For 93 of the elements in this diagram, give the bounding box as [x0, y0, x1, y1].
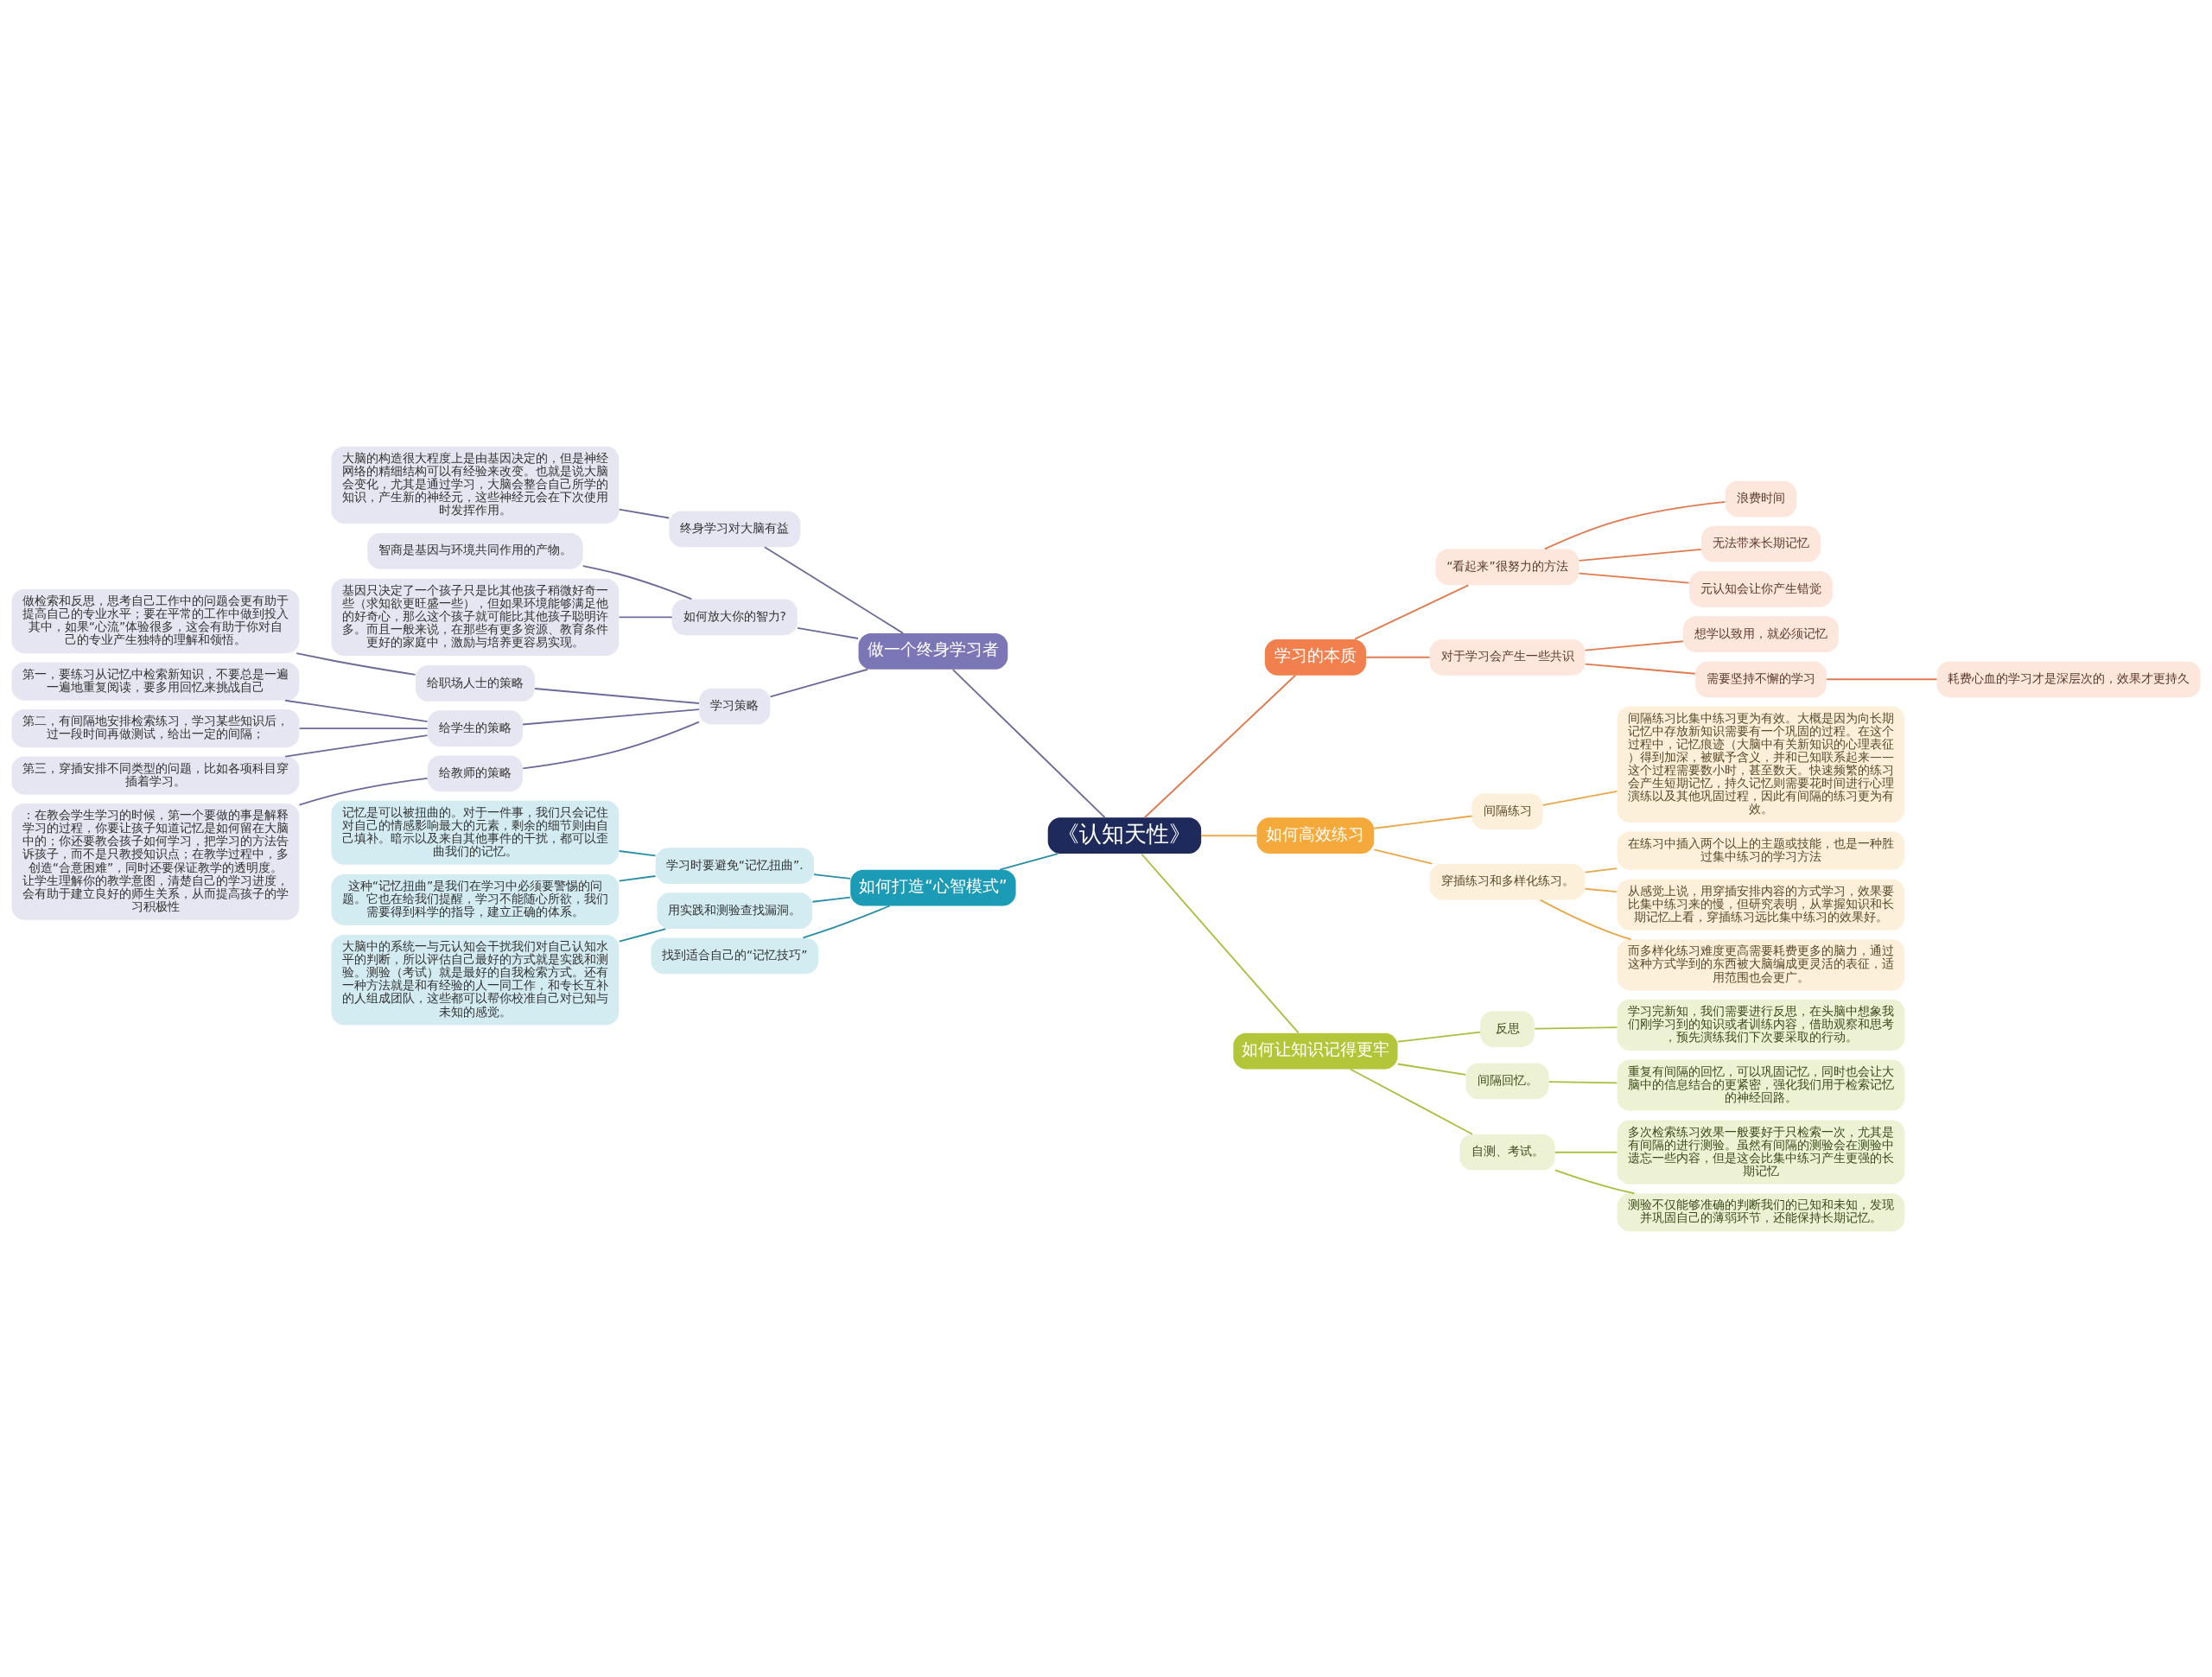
node-box: 第二，有间隔地安排检索练习，学习某些知识后，过一段时间再做测试，给出一定的间隔； [11, 708, 300, 747]
node-box: 《认知天性》 [1047, 816, 1202, 854]
node-box: 无法带来长期记忆 [1700, 525, 1821, 562]
connector [1584, 867, 1618, 873]
connector [618, 849, 657, 856]
connector [813, 873, 852, 880]
connector [1365, 656, 1431, 658]
connector [1373, 848, 1433, 865]
node-box: 找到适合自己的“记忆技巧” [651, 937, 819, 974]
connector [1543, 500, 1726, 549]
node-box: 而多样化练习难度更高需要耗费更多的脑力，通过这种方式学到的东西被大脑编成更灵活的表征，适用范围也会更广。 [1617, 938, 1905, 990]
node-box: 做一个终身学习者 [858, 632, 1008, 670]
node-box: 从感觉上说，用穿插安排内容的方式学习，效果要比集中练习来的慢，但研究表明，从掌握知识和长期记忆上看，穿插练习远比集中练习的效果好。 [1617, 879, 1905, 931]
connector [797, 626, 860, 639]
node-box: 间隔练习比集中练习更为有效。大概是因为向长期记忆中存放新知识需要有一个巩固的过程。在这个过程中，记忆痕迹（大脑中有关新知识的心理表征）得到加深，被赋予含义，并和已知联系起来——这个过程需要数小时，甚至数天。快速频繁的练习会产生短期记忆，持久记忆则需要花时间进行心理演练以及其他巩固过程，因此有间隔的练习更为有效。 [1617, 706, 1905, 823]
connector [1373, 815, 1473, 829]
connector [1143, 674, 1296, 818]
node-box: 记忆是可以被扭曲的。对于一件事，我们只会记住对自己的情感影响最大的元素，剩余的细节则由自己填补。暗示以及来自其他事件的干扰，都可以歪曲我们的记忆。 [331, 800, 620, 865]
node-box: 大脑的构造很大程度上是由基因决定的，但是神经网络的精细结构可以有经验来改变。也就是说大脑会变化，尤其是通过学习，大脑会整合自己所学的知识，产生新的神经元，这些神经元会在下次使用时发挥作用。 [331, 446, 620, 524]
connector [1534, 1026, 1618, 1029]
connector [296, 651, 416, 676]
connector [1396, 1031, 1481, 1043]
connector [769, 668, 869, 697]
connector [1826, 677, 1938, 680]
connector [1200, 834, 1258, 836]
node-box: 这种“记忆扭曲”是我们在学习中必须要警惕的问题。它也在给我们提醒，学习不能随心所欲，我们需要得到科学的指导，建立正确的体系。 [331, 873, 620, 925]
node-box: 浪费时间 [1725, 480, 1797, 517]
node-box: 如何让知识记得更牢 [1233, 1032, 1398, 1069]
node-box: 间隔练习 [1471, 793, 1543, 829]
node-box: 学习策略 [699, 688, 771, 724]
connector [284, 699, 429, 722]
node-box: 给教师的策略 [427, 754, 523, 791]
node-box: 基因只决定了一个孩子只是比其他孩子稍微好奇一些（求知欲更旺盛一些），但如果环境能够满足他的好奇心，那么这个孩子就可能比其他孩子聪明许多。而且一般来说，在那些有更多资源、教育条件更好的家庭中，激励与培养更容易实现。 [331, 578, 620, 656]
connector [1578, 548, 1702, 562]
connector [618, 874, 657, 881]
node-box: 元认知会让你产生错觉 [1689, 570, 1833, 607]
node-box: 智商是基因与环境共同作用的产物。 [367, 532, 583, 569]
connector [582, 564, 693, 600]
connector [618, 508, 671, 518]
connector [811, 896, 851, 903]
connector [298, 777, 429, 806]
connector [802, 905, 891, 938]
connector [1584, 639, 1684, 651]
connector [1554, 1169, 1636, 1194]
node-box: 需要坚持不懈的学习 [1695, 660, 1827, 697]
connector [284, 734, 429, 757]
node-box: 终身学习对大脑有益 [669, 510, 801, 547]
node-box: 学习完新知，我们需要进行反思，在头脑中想象我们刚学习到的知识或者训练内容，借助观察和思考，预先演练我们下次要采取的行动。 [1617, 999, 1905, 1051]
node-box: 如何放大你的智力? [671, 599, 798, 635]
node-box: 做检索和反思，思考自己工作中的问题会更有助于提高自己的专业水平；要在平常的工作中做到投入其中，如果“心流”体验很多，这会有助于你对自己的专业产生独特的理解和领悟。 [11, 588, 300, 653]
connector [522, 708, 700, 725]
node-box: 测验不仅能够准确的判断我们的已知和未知，发现并巩固自己的薄弱环节，还能保持长期记忆。 [1617, 1192, 1905, 1231]
node-box: 第一，要练习从记忆中检索新知识，不要总是一遍一遍地重复阅读，要多用回忆来挑战自己 [11, 662, 300, 701]
node-box: “看起来”很努力的方法 [1435, 549, 1580, 585]
node-box: 第三，穿插安排不同类型的问题，比如各项科目穿插着学习。 [11, 756, 300, 795]
connector [1141, 853, 1300, 1033]
connector [1396, 1063, 1467, 1076]
connector [1584, 663, 1696, 675]
connector [522, 721, 700, 769]
node-box: 给学生的策略 [427, 709, 523, 746]
connector [298, 727, 429, 729]
connector [952, 668, 1106, 818]
node-box: 想学以致用，就必须记忆 [1683, 615, 1839, 652]
connector [1354, 583, 1470, 640]
node-box: 重复有间隔的回忆，可以巩固记忆，同时也会让大脑中的信息结合的更紧密，强化我们用于检索记忆的神经回路。 [1617, 1058, 1905, 1111]
node-box: 如何高效练习 [1256, 816, 1375, 854]
connector [1548, 1080, 1618, 1083]
connector [1578, 572, 1690, 584]
connector [1349, 1068, 1473, 1135]
node-box: 自测、考试。 [1459, 1134, 1555, 1171]
connector [999, 852, 1059, 871]
node-box: 多次检索练习效果一般要好于只检索一次，尤其是有间隔的进行测验。虽然有间隔的测验会在测验中遗忘一些内容，但是这会比集中练习产生更强的长期记忆 [1617, 1120, 1905, 1185]
node-box: 用实践和测验查找漏洞。 [657, 892, 813, 929]
node-box: 学习时要避免“记忆扭曲”. [655, 847, 814, 884]
connector [1584, 887, 1618, 892]
node-box: 穿插练习和多样化练习。 [1429, 863, 1586, 899]
connector [618, 927, 667, 942]
node-box: 反思 [1480, 1010, 1535, 1047]
node-box: 间隔回忆。 [1465, 1063, 1549, 1099]
connector [1554, 1151, 1618, 1153]
node-box: 大脑中的系统一与元认知会干扰我们对自己认知水平的判断，所以评估自己最好的方式就是实践和测验。测验（考试）就是最好的自我检索方式。还有一种方法就是和有经验的人一同工作，和专长互补的人组成团队，这些都可以帮你校准自己对已知与未知的感觉。 [331, 934, 620, 1025]
node-box: 对于学习会产生一些共识 [1429, 638, 1586, 676]
connector [764, 545, 904, 634]
node-box: 在练习中插入两个以上的主题或技能，也是一种胜过集中练习的学习方法 [1617, 831, 1905, 870]
connector [1539, 899, 1632, 940]
node-box: 耗费心血的学习才是深层次的，效果才更持久 [1936, 660, 2201, 697]
node-box: ：在教会学生学习的时候，第一个要做的事是解释学习的过程，你要让孩子知道记忆是如何留在大脑中的；你还要教会孩子如何学习，把学习的方法告诉孩子，而不是只教授知识点；在教学过程中，多创造“合意困难”，同时还要保证教学的透明度。让学生理解你的教学意图，清楚自己的学习进度，会有助于建立良好的师生关系，从而提高孩子的学习积极性 [11, 803, 300, 920]
connector [1541, 790, 1618, 806]
connector [618, 615, 673, 618]
node-box: 学习的本质 [1264, 638, 1366, 676]
node-box: 如何打造“心智模式” [850, 869, 1016, 905]
connector [534, 687, 700, 704]
node-box: 给职场人士的策略 [415, 664, 535, 702]
